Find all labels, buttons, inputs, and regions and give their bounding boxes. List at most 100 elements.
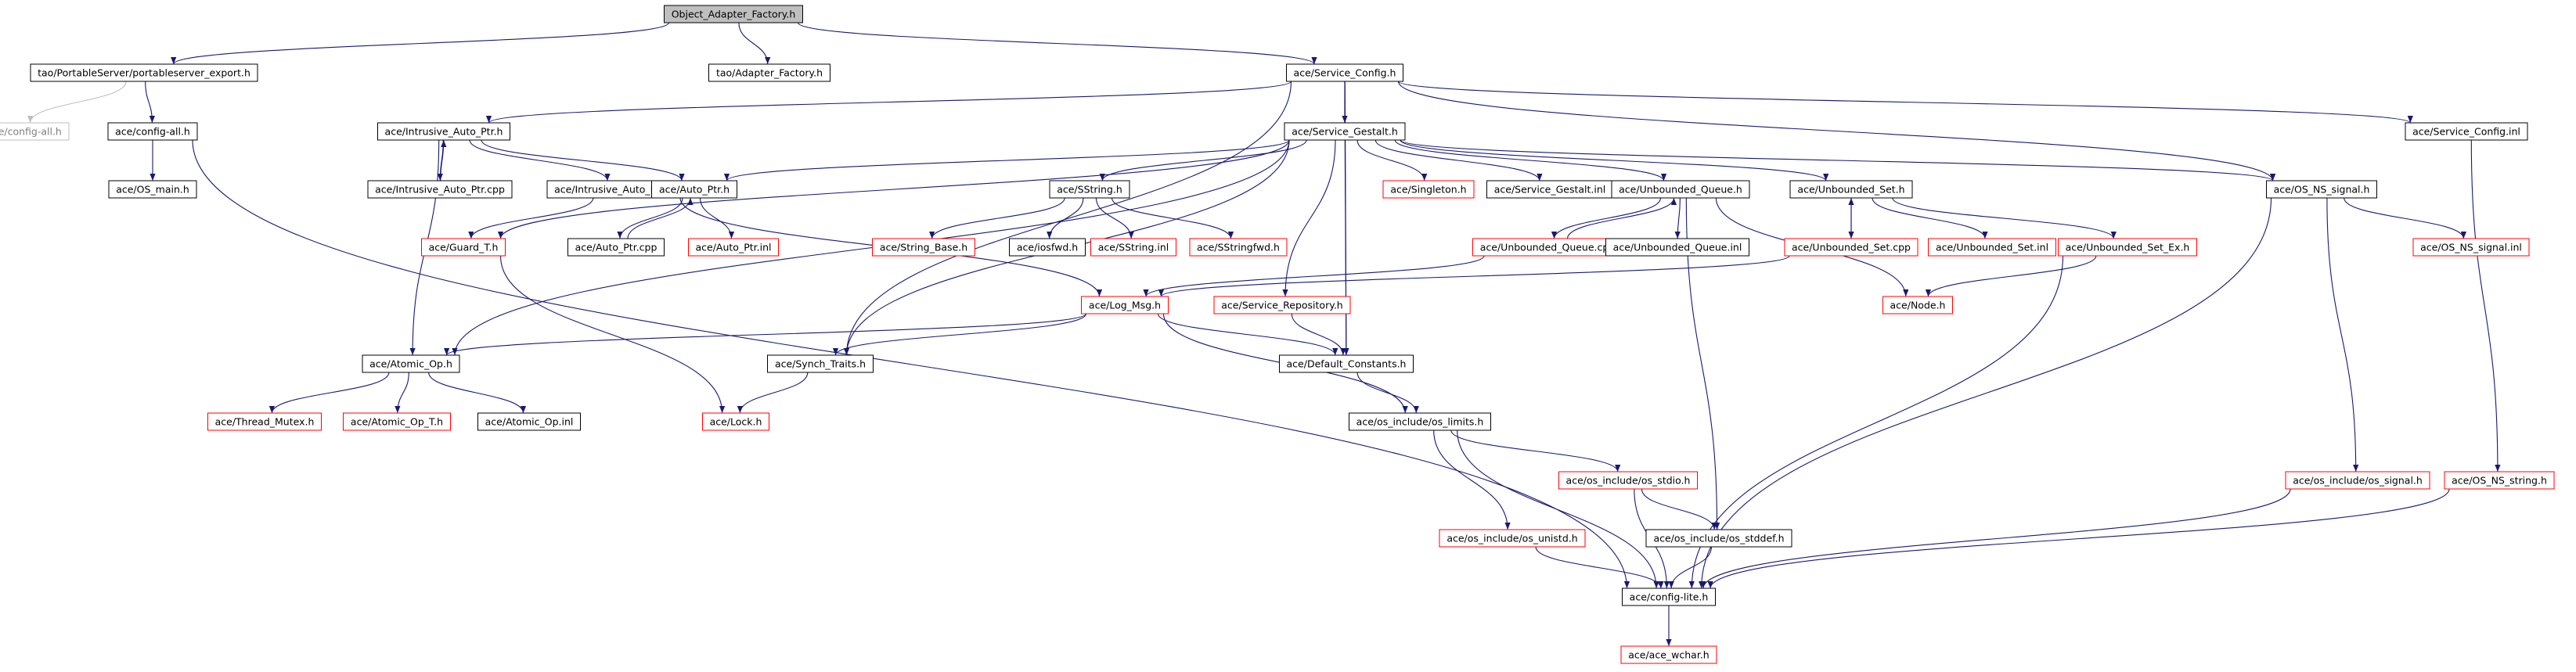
node-label: ace/Default_Constants.h bbox=[1287, 358, 1407, 370]
node-box bbox=[1009, 238, 1086, 257]
node-label: ace/OS_NS_signal.h bbox=[2274, 184, 2370, 196]
node-box bbox=[767, 354, 874, 373]
edge-sg-to-ss bbox=[1099, 139, 1307, 181]
edge-uqc-to-lm bbox=[1143, 255, 1485, 297]
node-label: ace/Unbounded_Set.h bbox=[1797, 184, 1904, 196]
node-us[interactable]: ace/Unbounded_Set.h bbox=[1789, 180, 1913, 199]
node-uq[interactable]: ace/Unbounded_Queue.h bbox=[1611, 180, 1750, 199]
node-label: ace/Unbounded_Set.inl bbox=[1936, 242, 2048, 253]
edge-uq-to-uqi bbox=[1674, 197, 1681, 239]
node-ossig[interactable]: ace/os_include/os_signal.h bbox=[2285, 471, 2430, 490]
node-box bbox=[30, 63, 258, 82]
node-iosfwd[interactable]: ace/iosfwd.h bbox=[1009, 238, 1086, 257]
edge-uq-to-osstddef bbox=[1685, 197, 1720, 530]
node-box bbox=[1620, 645, 1717, 664]
edge-osns-to-cl bbox=[1699, 197, 2272, 589]
node-node[interactable]: ace/Node.h bbox=[1882, 296, 1953, 314]
node-api[interactable]: ace/Auto_Ptr.inl bbox=[688, 238, 779, 257]
edge-osl-to-osuni bbox=[1433, 429, 1511, 530]
node-uqi[interactable]: ace/Unbounded_Queue.inl bbox=[1605, 238, 1749, 257]
node-sg[interactable]: ace/Service_Gestalt.h bbox=[1284, 122, 1406, 141]
node-lock[interactable]: ace/Lock.h bbox=[702, 412, 769, 431]
node-iapi[interactable]: ace/Intrusive_Auto_Ptr.inl bbox=[546, 180, 686, 199]
node-dc[interactable]: ace/Default_Constants.h bbox=[1279, 354, 1414, 373]
node-apc[interactable]: ace/Auto_Ptr.cpp bbox=[567, 238, 665, 257]
node-iap[interactable]: ace/Intrusive_Auto_Ptr.h bbox=[377, 122, 510, 141]
node-pse[interactable]: tao/PortableServer/portableserver_export… bbox=[30, 63, 258, 82]
node-box bbox=[567, 238, 665, 257]
edge-ap-to-apc bbox=[617, 197, 683, 239]
node-box bbox=[1382, 180, 1475, 199]
node-osstdio[interactable]: ace/os_include/os_stdio.h bbox=[1558, 471, 1698, 490]
edge-sc-to-st bbox=[843, 81, 1292, 356]
node-sr[interactable]: ace/Service_Repository.h bbox=[1213, 296, 1351, 314]
edge-osl-to-cl bbox=[1457, 429, 1659, 589]
edge-ao-to-tm bbox=[268, 372, 390, 414]
node-box bbox=[1784, 238, 1918, 257]
node-aot[interactable]: ace/Atomic_Op_T.h bbox=[343, 412, 451, 431]
edge-lm-to-st bbox=[833, 313, 1087, 356]
node-st[interactable]: ace/Synch_Traits.h bbox=[767, 354, 874, 373]
edge-osstdio-to-osstddef bbox=[1641, 488, 1717, 530]
node-label: ace/OS_main.h bbox=[116, 184, 189, 196]
node-label: ace/Singleton.h bbox=[1390, 184, 1466, 196]
node-cl[interactable]: ace/config-lite.h bbox=[1622, 588, 1716, 606]
node-ao[interactable]: ace/Atomic_Op.h bbox=[362, 354, 460, 373]
node-uqc[interactable]: ace/Unbounded_Queue.cpp bbox=[1472, 238, 1623, 257]
node-wchar[interactable]: ace/ace_wchar.h bbox=[1620, 645, 1717, 664]
edge-uqc-to-uq bbox=[1566, 197, 1677, 239]
node-label: ace/config-lite.h bbox=[1630, 591, 1709, 603]
edge-ap-to-api bbox=[699, 197, 735, 239]
edge-sc-to-osns bbox=[1397, 81, 2276, 181]
node-box bbox=[2058, 238, 2197, 257]
edge-sg-to-osns bbox=[1400, 139, 2275, 181]
node-box bbox=[2444, 471, 2555, 490]
node-box bbox=[1049, 180, 1130, 199]
node-box bbox=[2405, 122, 2528, 141]
node-box bbox=[477, 412, 581, 431]
node-box bbox=[1349, 412, 1491, 431]
node-tm[interactable]: ace/Thread_Mutex.h bbox=[207, 412, 322, 431]
node-sci[interactable]: ace/Service_Config.inl bbox=[2405, 122, 2528, 141]
node-box bbox=[1189, 238, 1288, 257]
node-label: ace/OS_NS_string.h bbox=[2452, 475, 2547, 487]
node-box bbox=[688, 238, 779, 257]
node-osns[interactable]: ace/OS_NS_signal.h bbox=[2266, 180, 2377, 199]
node-aoi[interactable]: ace/Atomic_Op.inl bbox=[477, 412, 581, 431]
node-usi[interactable]: ace/Unbounded_Set.inl bbox=[1928, 238, 2056, 257]
node-cfg[interactable]: ace/config-all.h bbox=[107, 122, 198, 141]
node-ssi[interactable]: ace/SString.inl bbox=[1090, 238, 1176, 257]
node-cfg_gray[interactable]: ace/config-all.h bbox=[0, 122, 70, 141]
node-ssf[interactable]: ace/SStringfwd.h bbox=[1189, 238, 1288, 257]
node-osl[interactable]: ace/os_include/os_limits.h bbox=[1349, 412, 1491, 431]
node-usc[interactable]: ace/Unbounded_Set.cpp bbox=[1784, 238, 1918, 257]
node-osuni[interactable]: ace/os_include/os_unistd.h bbox=[1439, 529, 1586, 548]
node-taf[interactable]: tao/Adapter_Factory.h bbox=[708, 63, 830, 82]
node-label: ace/Service_Config.h bbox=[1294, 67, 1396, 79]
node-sing[interactable]: ace/Singleton.h bbox=[1382, 180, 1475, 199]
node-osstddef[interactable]: ace/os_include/os_stddef.h bbox=[1645, 529, 1792, 548]
node-box bbox=[708, 63, 830, 82]
node-lm[interactable]: ace/Log_Msg.h bbox=[1081, 296, 1169, 314]
node-osm[interactable]: ace/OS_main.h bbox=[108, 180, 197, 199]
edge-oaf-to-sc bbox=[797, 22, 1317, 65]
node-gt[interactable]: ace/Guard_T.h bbox=[421, 238, 506, 257]
node-usex[interactable]: ace/Unbounded_Set_Ex.h bbox=[2058, 238, 2197, 257]
node-label: ace/Auto_Ptr.cpp bbox=[575, 242, 658, 253]
node-box bbox=[1558, 471, 1698, 490]
node-sc[interactable]: ace/Service_Config.h bbox=[1286, 63, 1403, 82]
node-label: ace/Unbounded_Queue.inl bbox=[1613, 242, 1742, 253]
node-box bbox=[207, 412, 322, 431]
node-osnsstr[interactable]: ace/OS_NS_string.h bbox=[2444, 471, 2555, 490]
node-label: ace/SString.inl bbox=[1098, 242, 1169, 253]
node-sgi[interactable]: ace/Service_Gestalt.inl bbox=[1486, 180, 1613, 199]
node-ap[interactable]: ace/Auto_Ptr.h bbox=[651, 180, 737, 199]
node-sb[interactable]: ace/String_Base.h bbox=[872, 238, 975, 257]
node-box bbox=[421, 238, 506, 257]
node-ss[interactable]: ace/SString.h bbox=[1049, 180, 1130, 199]
edge-iap-to-ap bbox=[481, 139, 685, 181]
node-label: ace/Service_Config.inl bbox=[2412, 126, 2520, 138]
node-iapc[interactable]: ace/Intrusive_Auto_Ptr.cpp bbox=[367, 180, 513, 199]
node-osnsi[interactable]: ace/OS_NS_signal.inl bbox=[2412, 238, 2530, 257]
